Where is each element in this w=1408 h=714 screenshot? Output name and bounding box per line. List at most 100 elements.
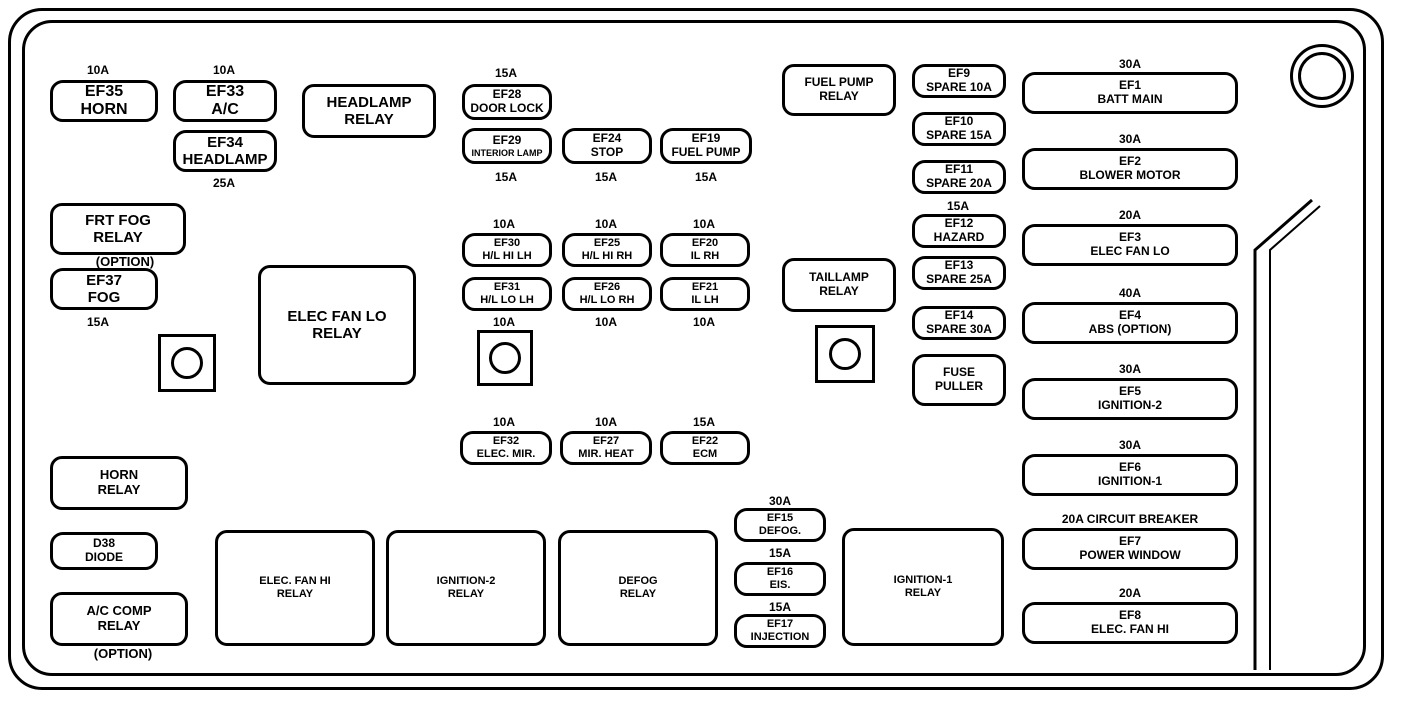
fuse-ef33[interactable]: EF33 A/C [173, 80, 277, 122]
ef33-amp: 10A [212, 63, 235, 77]
elec-fan-lo-relay[interactable]: ELEC FAN LO RELAY [258, 265, 416, 385]
fuel-pump-relay[interactable]: FUEL PUMP RELAY [782, 64, 896, 116]
taillamp-relay-line2: RELAY [819, 284, 859, 298]
ef16-desc: EIS. [769, 579, 791, 591]
ef13-desc: SPARE 25A [926, 272, 992, 286]
ef24-name: EF24 [592, 131, 622, 146]
fuse-ef6[interactable]: EF6 IGNITION-1 [1022, 454, 1238, 496]
fuse-ef19[interactable]: EF19 FUEL PUMP [660, 128, 752, 164]
ef17-desc: INJECTION [750, 631, 810, 643]
fuse-ef26[interactable]: EF26 H/L LO RH [562, 277, 652, 311]
ef29-amp: 15A [494, 170, 517, 184]
ef21-desc: IL LH [691, 294, 719, 306]
fuse-ef30[interactable]: EF30 H/L HI LH [462, 233, 552, 267]
horn-relay-line1: HORN [99, 467, 139, 483]
fuse-ef11[interactable]: EF11 SPARE 20A [912, 160, 1006, 194]
fuse-ef15[interactable]: EF15 DEFOG. [734, 508, 826, 542]
ef22-desc: ECM [692, 448, 718, 460]
fuse-ef4[interactable]: EF4 ABS (OPTION) [1022, 302, 1238, 344]
ef30-amp: 10A [492, 217, 515, 231]
ef26-amp: 10A [594, 315, 617, 329]
ef6-name: EF6 [1118, 460, 1141, 475]
ef28-name: EF28 [492, 87, 522, 102]
ignition1-relay[interactable]: IGNITION-1 RELAY [842, 528, 1004, 646]
ef1-desc: BATT MAIN [1097, 92, 1163, 106]
fuse-ef27[interactable]: EF27 MIR. HEAT [560, 431, 652, 465]
fuse-ef7[interactable]: EF7 POWER WINDOW [1022, 528, 1238, 570]
bolt-stud-center [477, 330, 533, 386]
defog-relay[interactable]: DEFOG RELAY [558, 530, 718, 646]
fuse-ef29[interactable]: EF29 INTERIOR LAMP [462, 128, 552, 164]
fuse-ef32[interactable]: EF32 ELEC. MIR. [460, 431, 552, 465]
fuse-puller[interactable]: FUSE PULLER [912, 354, 1006, 406]
ef15-amp: 30A [768, 494, 791, 508]
fuse-ef28[interactable]: EF28 DOOR LOCK [462, 84, 552, 120]
fuse-ef22[interactable]: EF22 ECM [660, 431, 750, 465]
ef4-name: EF4 [1118, 308, 1141, 323]
ef1-amp: 30A [1118, 57, 1141, 71]
fuse-ef25[interactable]: EF25 H/L HI RH [562, 233, 652, 267]
ef14-desc: SPARE 30A [926, 322, 992, 336]
ef24-amp: 15A [594, 170, 617, 184]
fuse-ef31[interactable]: EF31 H/L LO LH [462, 277, 552, 311]
ef9-name: EF9 [947, 66, 970, 81]
taillamp-relay[interactable]: TAILLAMP RELAY [782, 258, 896, 312]
fuse-box-inner-frame [22, 20, 1366, 676]
ef19-desc: FUEL PUMP [671, 145, 741, 159]
fuse-ef1[interactable]: EF1 BATT MAIN [1022, 72, 1238, 114]
horn-relay[interactable]: HORN RELAY [50, 456, 188, 510]
ef13-name: EF13 [944, 258, 974, 273]
diode-d38[interactable]: D38 DIODE [50, 532, 158, 570]
elec-fan-hi-relay[interactable]: ELEC. FAN HI RELAY [215, 530, 375, 646]
ef1-name: EF1 [1118, 78, 1141, 93]
ignition2-relay-line1: IGNITION-2 [436, 575, 496, 588]
ac-comp-relay[interactable]: A/C COMP RELAY [50, 592, 188, 646]
fuse-ef8[interactable]: EF8 ELEC. FAN HI [1022, 602, 1238, 644]
frt-fog-relay[interactable]: FRT FOG RELAY [50, 203, 186, 255]
fuse-ef35[interactable]: EF35 HORN [50, 80, 158, 122]
ef30-name: EF30 [493, 237, 521, 250]
ef15-desc: DEFOG. [758, 525, 802, 537]
headlamp-relay[interactable]: HEADLAMP RELAY [302, 84, 436, 138]
ef7-name: EF7 [1118, 534, 1141, 549]
headlamp-relay-line1: HEADLAMP [326, 93, 412, 111]
ef2-amp: 30A [1118, 132, 1141, 146]
fuse-ef37[interactable]: EF37 FOG [50, 268, 158, 310]
bolt-stud-left [158, 334, 216, 392]
ef17-name: EF17 [766, 618, 794, 631]
fuse-ef14[interactable]: EF14 SPARE 30A [912, 306, 1006, 340]
ef9-desc: SPARE 10A [926, 80, 992, 94]
ef31-name: EF31 [493, 281, 521, 294]
ef28-amp: 15A [494, 66, 517, 80]
fuse-ef34[interactable]: EF34 HEADLAMP [173, 130, 277, 172]
ef10-name: EF10 [944, 114, 974, 129]
ef7-desc: POWER WINDOW [1079, 548, 1181, 562]
ef26-desc: H/L LO RH [579, 294, 635, 306]
fuse-ef17[interactable]: EF17 INJECTION [734, 614, 826, 648]
ac-comp-relay-line2: RELAY [97, 618, 141, 633]
fuse-ef16[interactable]: EF16 EIS. [734, 562, 826, 596]
ef31-desc: H/L LO LH [480, 294, 534, 306]
ef19-amp: 15A [694, 170, 717, 184]
ignition2-relay[interactable]: IGNITION-2 RELAY [386, 530, 546, 646]
fuse-ef2[interactable]: EF2 BLOWER MOTOR [1022, 148, 1238, 190]
ef20-desc: IL RH [690, 250, 720, 262]
ef27-desc: MIR. HEAT [578, 448, 634, 460]
ef5-desc: IGNITION-2 [1097, 398, 1162, 412]
fuse-ef20[interactable]: EF20 IL RH [660, 233, 750, 267]
fuse-ef10[interactable]: EF10 SPARE 15A [912, 112, 1006, 146]
ef28-desc: DOOR LOCK [470, 101, 544, 115]
fuse-ef5[interactable]: EF5 IGNITION-2 [1022, 378, 1238, 420]
fuse-ef9[interactable]: EF9 SPARE 10A [912, 64, 1006, 98]
ef5-amp: 30A [1118, 362, 1141, 376]
fuse-ef24[interactable]: EF24 STOP [562, 128, 652, 164]
fuse-ef13[interactable]: EF13 SPARE 25A [912, 256, 1006, 290]
frt-fog-relay-line2: RELAY [93, 229, 143, 246]
elec-fan-hi-relay-line2: RELAY [276, 588, 314, 600]
ef3-amp: 20A [1118, 208, 1141, 222]
fuse-ef12[interactable]: EF12 HAZARD [912, 214, 1006, 248]
fuse-ef3[interactable]: EF3 ELEC FAN LO [1022, 224, 1238, 266]
d38-line1: D38 [92, 536, 115, 551]
fuse-ef21[interactable]: EF21 IL LH [660, 277, 750, 311]
fuse-puller-line2: PULLER [935, 379, 983, 393]
